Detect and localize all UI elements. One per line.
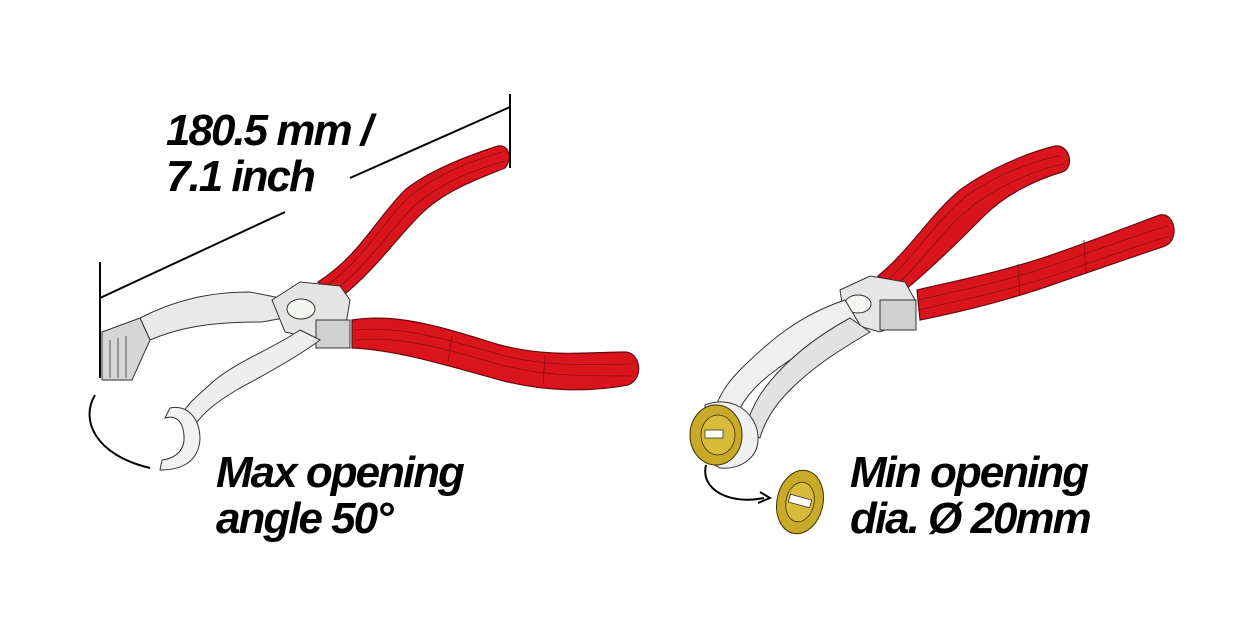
max-opening-line2: angle 50° bbox=[216, 494, 394, 543]
min-opening-line2: dia. Ø 20mm bbox=[850, 494, 1092, 543]
lower-handle bbox=[351, 317, 640, 391]
right-pliers-closed bbox=[689, 145, 1175, 535]
min-opening-label: Min opening dia. Ø 20mm bbox=[850, 448, 1092, 543]
length-dimension-label: 180.5 mm / 7.1 inch bbox=[166, 106, 373, 201]
upper-handle bbox=[876, 145, 1071, 291]
left-pliers-open bbox=[88, 94, 640, 471]
washer-loose bbox=[776, 469, 824, 535]
lower-handle bbox=[916, 214, 1175, 321]
max-opening-label: Max opening angle 50° bbox=[216, 448, 465, 543]
min-opening-line1: Min opening bbox=[850, 448, 1089, 497]
length-inch: 7.1 inch bbox=[166, 152, 316, 201]
washer-installed bbox=[689, 404, 743, 466]
length-mm: 180.5 mm / bbox=[166, 106, 373, 155]
transfer-arrow bbox=[704, 464, 765, 501]
angle-arc bbox=[88, 394, 151, 469]
max-opening-line1: Max opening bbox=[216, 448, 465, 497]
dimension-line bbox=[99, 94, 511, 378]
upper-handle bbox=[316, 145, 510, 299]
jaws bbox=[101, 281, 351, 471]
